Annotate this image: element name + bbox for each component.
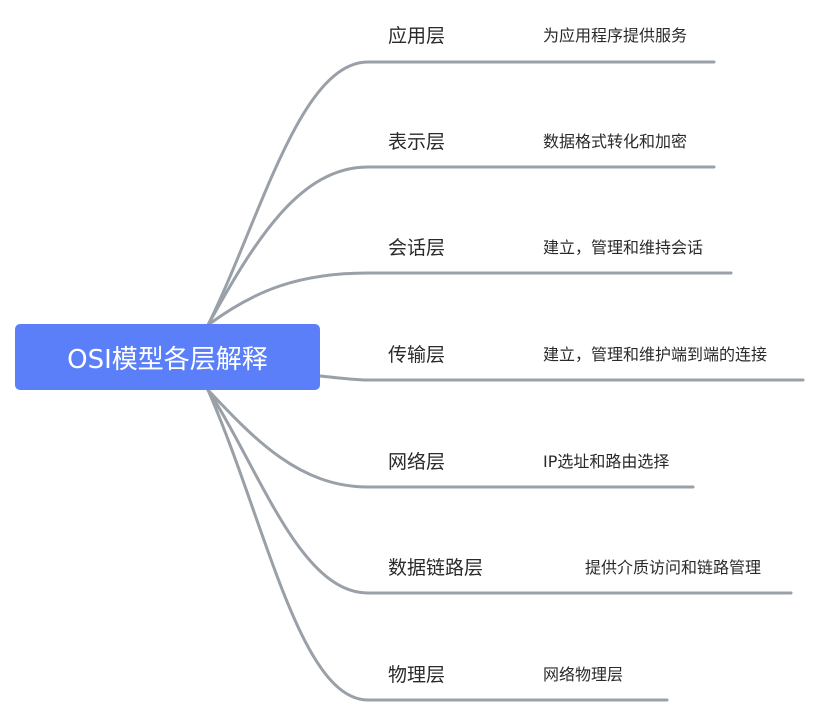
description-transport[interactable]: 建立，管理和维护端到端的连接 bbox=[543, 345, 768, 364]
layer-node-transport[interactable]: 传输层 bbox=[388, 344, 446, 366]
root-node[interactable]: OSI模型各层解释 bbox=[15, 324, 320, 390]
description-physical[interactable]: 网络物理层 bbox=[543, 665, 624, 684]
branch-connector-transport bbox=[318, 374, 370, 382]
branch-connector-session bbox=[206, 271, 370, 327]
layer-node-physical[interactable]: 物理层 bbox=[388, 664, 446, 686]
layer-node-application[interactable]: 应用层 bbox=[388, 25, 446, 47]
branch-connector-datalink bbox=[206, 388, 370, 595]
description-session[interactable]: 建立，管理和维持会话 bbox=[543, 238, 704, 257]
branch-connector-presentation bbox=[206, 165, 370, 327]
branch-connector-physical bbox=[206, 388, 370, 702]
layer-node-network[interactable]: 网络层 bbox=[388, 451, 446, 473]
layer-node-session[interactable]: 会话层 bbox=[388, 237, 446, 259]
description-network[interactable]: IP选址和路由选择 bbox=[543, 452, 670, 471]
description-application[interactable]: 为应用程序提供服务 bbox=[543, 26, 688, 45]
root-title: OSI模型各层解释 bbox=[67, 344, 268, 375]
layer-node-datalink[interactable]: 数据链路层 bbox=[388, 557, 484, 579]
description-datalink[interactable]: 提供介质访问和链路管理 bbox=[585, 558, 762, 577]
layer-node-presentation[interactable]: 表示层 bbox=[388, 131, 446, 153]
description-presentation[interactable]: 数据格式转化和加密 bbox=[543, 132, 688, 151]
branch-connector-application bbox=[206, 60, 370, 327]
branch-connector-network bbox=[206, 388, 370, 489]
